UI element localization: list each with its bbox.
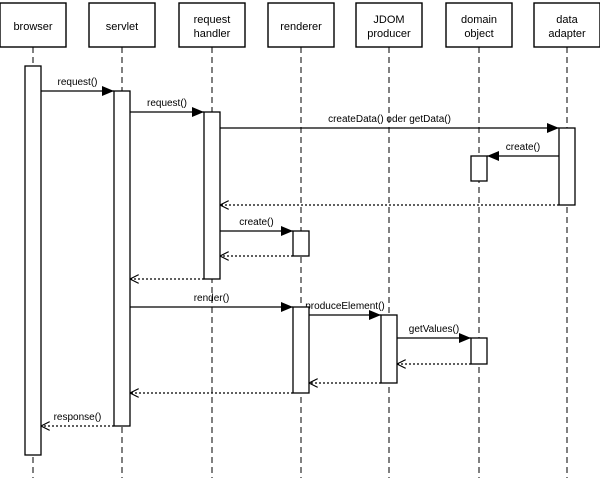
message-m4: create() bbox=[487, 142, 559, 161]
message-label: create() bbox=[506, 142, 540, 153]
activation-bar-request-handler bbox=[203, 111, 221, 280]
message-label: create() bbox=[239, 217, 273, 228]
participant-label: request bbox=[194, 14, 231, 26]
lifelines bbox=[32, 47, 568, 478]
participant-jdom-producer: JDOM producer bbox=[355, 2, 423, 48]
participant-box bbox=[267, 2, 335, 48]
activation-bar-renderer bbox=[292, 230, 310, 257]
message-label: request() bbox=[147, 98, 187, 109]
participant-domain-object: domain object bbox=[445, 2, 513, 48]
message-m3: createData() oder getData() bbox=[220, 114, 559, 133]
participant-box bbox=[88, 2, 156, 48]
message-m1: request() bbox=[41, 77, 114, 96]
participant-data-adapter: data adapter bbox=[533, 2, 600, 48]
message-m11: getValues() bbox=[397, 324, 471, 343]
activation-bars bbox=[24, 65, 576, 456]
participant-box bbox=[445, 2, 513, 48]
participant-label: JDOM bbox=[373, 14, 404, 26]
participant-box bbox=[533, 2, 600, 48]
message-m6: create() bbox=[220, 217, 293, 236]
participant-servlet: servlet bbox=[88, 2, 156, 48]
participant-label: handler bbox=[194, 28, 231, 40]
activation-bar-domain-object bbox=[470, 155, 488, 182]
message-label: produceElement() bbox=[305, 301, 384, 312]
activation-bar-data-adapter bbox=[558, 127, 576, 206]
participant-request-handler: request handler bbox=[178, 2, 246, 48]
message-m2: request() bbox=[130, 98, 204, 117]
participants: browser servlet request handler renderer JDOM… bbox=[0, 2, 600, 48]
message-label: createData() oder getData() bbox=[328, 114, 451, 125]
participant-label: producer bbox=[367, 28, 411, 40]
participant-box bbox=[355, 2, 423, 48]
participant-label: servlet bbox=[106, 21, 138, 33]
participant-label: renderer bbox=[280, 21, 322, 33]
message-label: getValues() bbox=[409, 324, 459, 335]
participant-label: object bbox=[464, 28, 493, 40]
message-m9: render() bbox=[130, 293, 293, 312]
message-label: request() bbox=[57, 77, 97, 88]
participant-label: adapter bbox=[548, 28, 586, 40]
participant-renderer: renderer bbox=[267, 2, 335, 48]
messages: request() request() createData() oder getD… bbox=[41, 77, 559, 426]
activation-bar-jdom-producer bbox=[380, 314, 398, 384]
activation-bar-browser bbox=[24, 65, 42, 456]
message-label: response() bbox=[54, 412, 102, 423]
activation-bar-domain-object bbox=[470, 337, 488, 365]
activation-bar-renderer bbox=[292, 306, 310, 394]
participant-label: domain bbox=[461, 14, 497, 26]
message-m10: produceElement() bbox=[305, 301, 385, 320]
participant-label: browser bbox=[13, 21, 52, 33]
participant-browser: browser bbox=[0, 2, 67, 48]
activation-bar-servlet bbox=[113, 90, 131, 427]
message-m15: response() bbox=[41, 412, 114, 426]
message-label: render() bbox=[194, 293, 230, 304]
participant-label: data bbox=[556, 14, 578, 26]
participant-box bbox=[0, 2, 67, 48]
participant-box bbox=[178, 2, 246, 48]
